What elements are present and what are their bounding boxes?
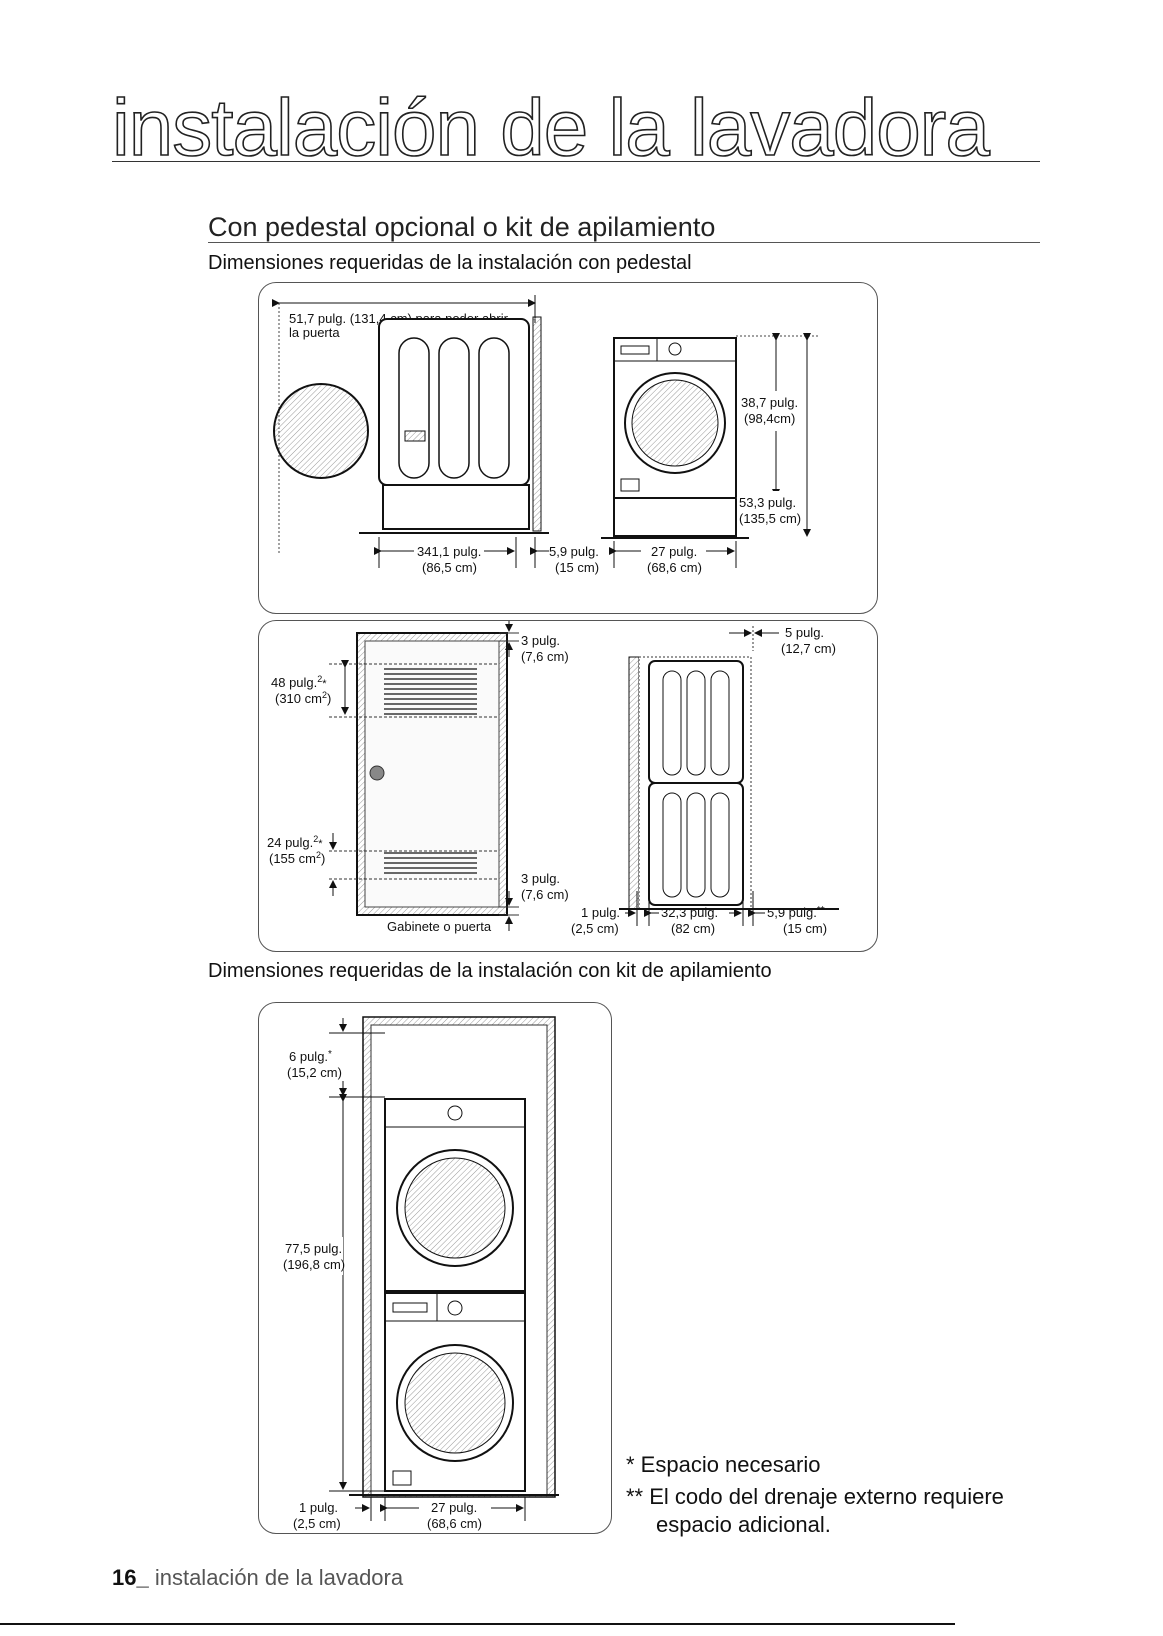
stack-front-in: 1 pulg. — [581, 905, 620, 920]
page-footer: 16_ instalación de la lavadora — [112, 1565, 403, 1591]
stack-depth-in: 32,3 pulg. — [661, 905, 718, 920]
open-door-circle — [273, 383, 369, 479]
door-knob — [369, 765, 385, 781]
top-gap-in: 3 pulg. — [521, 633, 560, 648]
stack-gap-cm: (15,2 cm) — [287, 1065, 342, 1080]
bottom-vent-in: 24 pulg.2* — [267, 834, 323, 850]
door-clearance-label-2: la puerta — [289, 325, 340, 340]
pedestal-subtitle: Dimensiones requeridas de la instalación… — [208, 252, 692, 274]
side-rear-cm: (15 cm) — [555, 560, 599, 575]
note-space-required: * Espacio necesario — [626, 1452, 821, 1477]
stack-top-in: 5 pulg. — [785, 625, 824, 640]
stack-depth-cm: (82 cm) — [671, 921, 715, 936]
stack-height-cm: (196,8 cm) — [283, 1257, 345, 1272]
stack-width-in: 27 pulg. — [431, 1500, 477, 1515]
title-rule — [112, 161, 1040, 162]
total-height-in: 53,3 pulg. — [739, 495, 796, 510]
pedestal-side — [382, 484, 530, 530]
washer-height-cm: (98,4cm) — [744, 411, 795, 426]
bottom-vent-cm: (155 cm2) — [269, 850, 325, 866]
stack-front-cm: (2,5 cm) — [571, 921, 619, 936]
front-width-in: 27 pulg. — [651, 544, 697, 559]
stack-rear-cm: (15 cm) — [783, 921, 827, 936]
bottom-gap-in: 3 pulg. — [521, 871, 560, 886]
side-depth-cm: (86,5 cm) — [422, 560, 477, 575]
side-depth-in: 341,1 pulg. — [417, 544, 481, 559]
stack-gap-in: 6 pulg.* — [289, 1049, 332, 1064]
page-title: instalación de la lavadora — [111, 83, 990, 172]
pedestal-front — [613, 497, 737, 537]
page-number: 16_ — [112, 1565, 149, 1590]
cabinet-dimensions-panel: 48 pulg.2* (310 cm2) 24 pulg.2* (155 cm2… — [258, 619, 878, 952]
stack-top-cm: (12,7 cm) — [781, 641, 836, 656]
pedestal-dimensions-panel: 51,7 pulg. (131,4 cm) para poder abrir l… — [258, 282, 878, 614]
washer-side-stacked — [648, 782, 744, 906]
stack-side-cm: (2,5 cm) — [293, 1516, 341, 1531]
top-vent-cm: (310 cm2) — [275, 690, 331, 706]
top-gap-cm: (7,6 cm) — [521, 649, 569, 664]
stack-subtitle: Dimensiones requeridas de la instalación… — [208, 960, 772, 982]
bottom-gap-cm: (7,6 cm) — [521, 887, 569, 902]
stack-side-in: 1 pulg. — [299, 1500, 338, 1515]
wall-side — [532, 316, 542, 532]
section-title: Con pedestal opcional o kit de apilamien… — [208, 212, 716, 242]
stack-height-in: 77,5 pulg. — [285, 1241, 342, 1256]
front-width-cm: (68,6 cm) — [647, 560, 702, 575]
stack-diagram: 6 pulg.* (15,2 cm) 77,5 pulg. (196,8 cm)… — [281, 1016, 559, 1531]
top-vent-in: 48 pulg.2* — [271, 674, 327, 690]
washer-height-in: 38,7 pulg. — [741, 395, 798, 410]
cabinet-wall-left — [628, 656, 640, 910]
stack-width-cm: (68,6 cm) — [427, 1516, 482, 1531]
stack-rear-in: 5,9 pulg.** — [767, 905, 825, 920]
cabinet-diagram: 48 pulg.2* (310 cm2) 24 pulg.2* (155 cm2… — [267, 619, 839, 936]
side-rear-in: 5,9 pulg. — [549, 544, 599, 559]
note-drain-elbow-cont: espacio adicional. — [656, 1512, 831, 1537]
stack-dimensions-panel: 6 pulg.* (15,2 cm) 77,5 pulg. (196,8 cm)… — [258, 1002, 612, 1534]
pedestal-diagram: 51,7 pulg. (131,4 cm) para poder abrir l… — [272, 295, 819, 575]
section-rule — [208, 242, 1040, 243]
footer-text: instalación de la lavadora — [148, 1565, 404, 1590]
bottom-rule — [0, 1623, 955, 1625]
front-door — [624, 372, 726, 474]
cabinet-label: Gabinete o puerta — [387, 919, 492, 934]
note-drain-elbow: ** El codo del drenaje externo requiere — [626, 1484, 1004, 1509]
total-height-cm: (135,5 cm) — [739, 511, 801, 526]
